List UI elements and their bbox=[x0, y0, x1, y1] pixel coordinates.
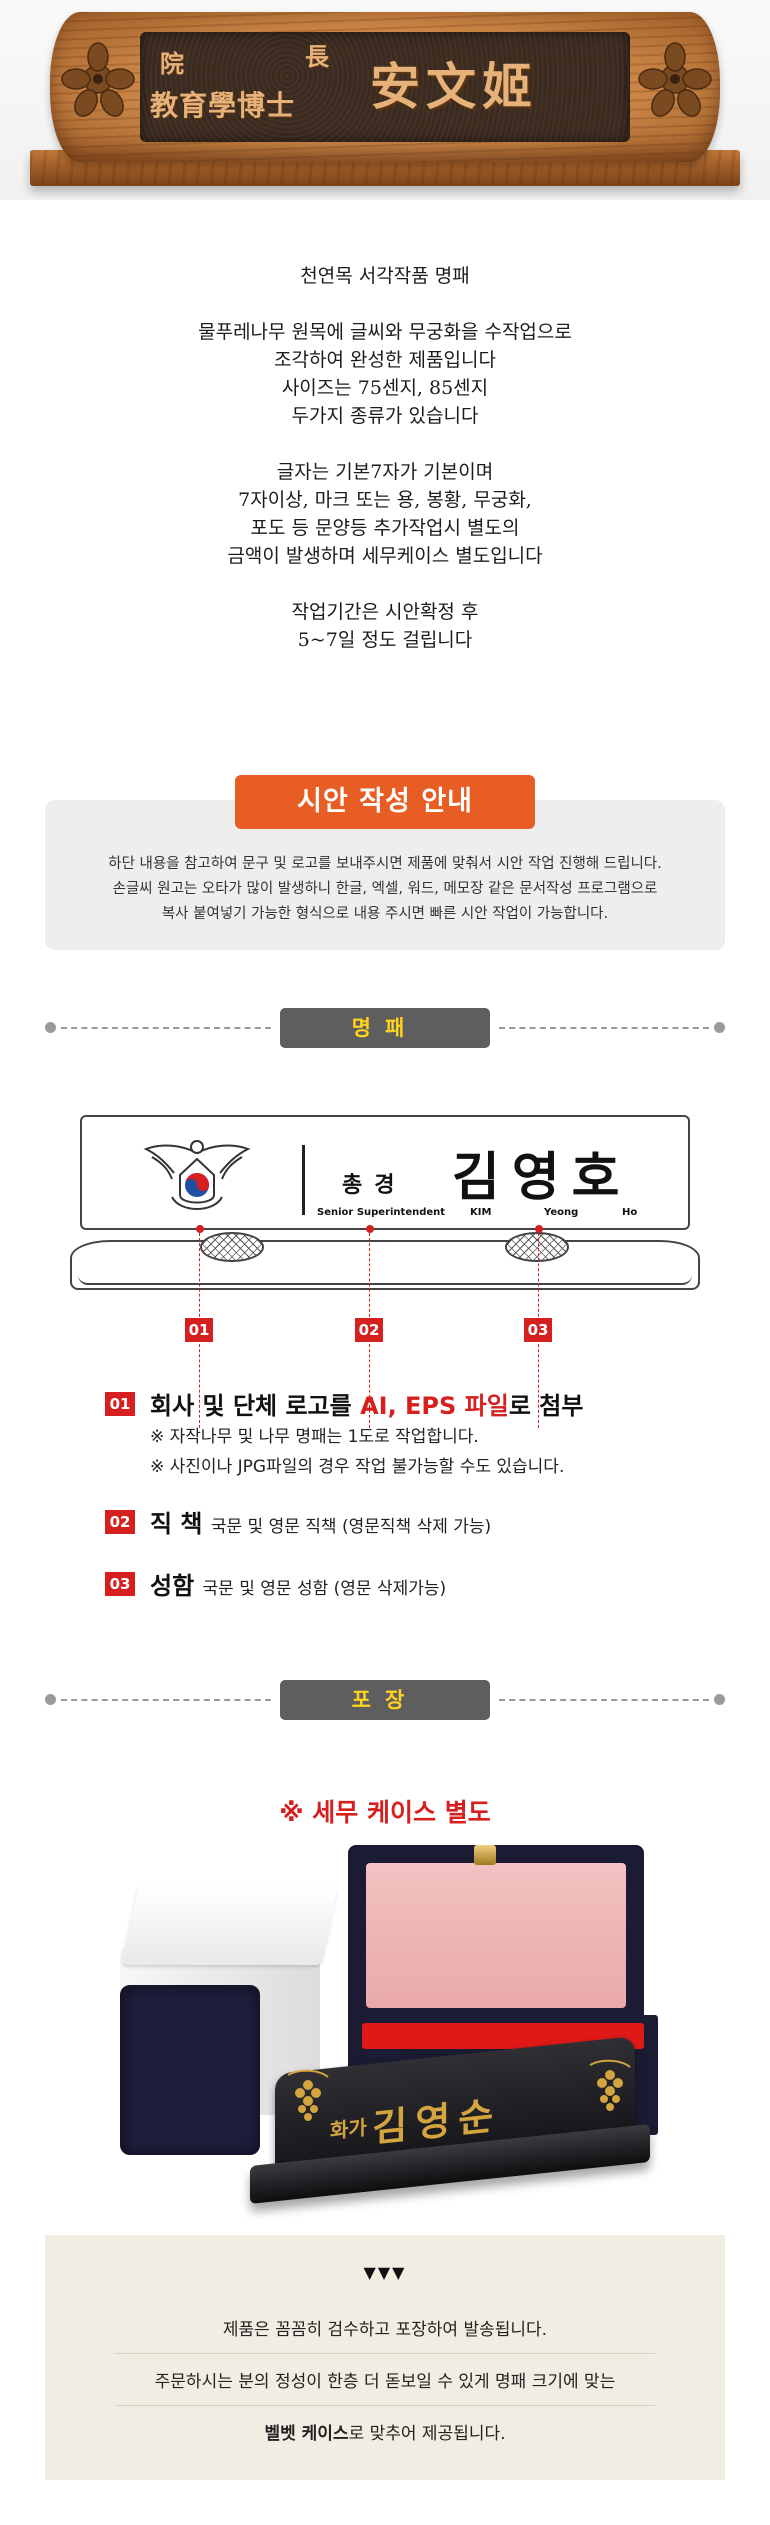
white-box-velvet-end bbox=[120, 1985, 260, 2155]
packaging-photo: 화가 김영순 bbox=[110, 1845, 670, 2215]
marker-dot-03 bbox=[535, 1225, 543, 1233]
nameplate-eng-rank: Senior Superintendent bbox=[317, 1207, 446, 1218]
guide-title-badge: 시안 작성 안내 bbox=[235, 775, 535, 829]
item-number-badge: 03 bbox=[105, 1572, 135, 1596]
divider-line bbox=[61, 1027, 271, 1029]
item-heading-sub: 국문 및 영문 성함 (영문 삭제가능) bbox=[202, 1579, 447, 1599]
nameplate-stand bbox=[70, 1240, 700, 1290]
grape-vine-icon bbox=[589, 2059, 631, 2111]
section-divider-packaging: 포장 bbox=[45, 1680, 725, 1720]
item-heading-text: 성함 bbox=[150, 1572, 195, 1600]
guide-text: 하단 내용을 참고하여 문구 및 로고를 보내주시면 제품에 맞춰서 시안 작업… bbox=[45, 852, 725, 927]
intro-title: 천연목 서각작품 명패 bbox=[300, 265, 470, 287]
shipping-note-rule bbox=[115, 2353, 655, 2354]
hero-text-name: 安文姬 bbox=[370, 57, 538, 116]
nameplate-stand-edge bbox=[78, 1265, 692, 1285]
white-box-top bbox=[121, 1885, 339, 1965]
nameplate-eng-yeong: Yeong bbox=[544, 1207, 579, 1218]
shipping-note-text: 로 맞추어 제공됩니다. bbox=[348, 2424, 506, 2444]
nameplate-knob-left bbox=[200, 1232, 264, 1262]
velvet-case-lining bbox=[366, 1863, 626, 2008]
nameplate-separator bbox=[302, 1145, 305, 1215]
nameplate-diagram: 총경 김영호 Senior Superintendent KIM Yeong H… bbox=[70, 1115, 700, 1428]
hero-text-small-top: 院 bbox=[160, 49, 184, 78]
item-heading-text: 회사 및 단체 로고를 bbox=[150, 1392, 361, 1420]
nameplate-name: 김영호 bbox=[452, 1148, 632, 1208]
divider-dot bbox=[45, 1694, 56, 1705]
divider-dot bbox=[45, 1022, 56, 1033]
grape-vine-icon bbox=[287, 2069, 329, 2121]
guide-line: 하단 내용을 참고하여 문구 및 로고를 보내주시면 제품에 맞춰서 시안 작업… bbox=[108, 856, 662, 872]
section-title-nameplate: 명패 bbox=[280, 1008, 490, 1048]
shipping-note-bold: 벨벳 케이스 bbox=[264, 2424, 349, 2444]
divider-line bbox=[61, 1699, 271, 1701]
marker-dot-01 bbox=[196, 1225, 204, 1233]
marker-badge-02: 02 bbox=[355, 1318, 383, 1342]
section-divider-nameplate: 명패 bbox=[45, 1008, 725, 1048]
item-heading-highlight: AI, EPS 파일 bbox=[360, 1392, 509, 1420]
item-heading: 회사 및 단체 로고를 AI, EPS 파일로 첨부 bbox=[150, 1386, 583, 1421]
hero-wood-log: 院 長 教育學博士 安文姬 bbox=[50, 12, 720, 162]
nameplate-rank: 총경 bbox=[342, 1173, 407, 1198]
item-note: ※ 사진이나 JPG파일의 경우 작업 불가능할 수도 있습니다. bbox=[150, 1457, 565, 1477]
item-heading-text: 로 첨부 bbox=[508, 1392, 584, 1420]
intro-paragraph-1: 물푸레나무 원목에 글씨와 무궁화을 수작업으로 조각하여 완성한 제품입니다 … bbox=[198, 321, 572, 427]
nameplate-front: 총경 김영호 Senior Superintendent KIM Yeong H… bbox=[80, 1115, 690, 1230]
divider-dot bbox=[714, 1694, 725, 1705]
black-nameplate-title: 화가 bbox=[330, 2115, 367, 2144]
hero-text-small-top2: 長 bbox=[305, 42, 329, 71]
intro-description: 천연목 서각작품 명패 물푸레나무 원목에 글씨와 무궁화을 수작업으로 조각하… bbox=[0, 262, 770, 654]
nameplate-knob-right bbox=[505, 1232, 569, 1262]
intro-paragraph-3: 작업기간은 시안확정 후 5~7일 정도 걸립니다 bbox=[291, 601, 479, 651]
nameplate-eng-kim: KIM bbox=[470, 1207, 492, 1218]
police-emblem-icon bbox=[143, 1140, 251, 1210]
divider-line bbox=[499, 1027, 709, 1029]
item-number-badge: 01 bbox=[105, 1392, 135, 1416]
case-clasp-icon bbox=[474, 1845, 496, 1865]
shipping-note-line: 벨벳 케이스로 맞추어 제공됩니다. bbox=[45, 2419, 725, 2444]
mugunghwa-flower-icon bbox=[61, 42, 135, 117]
marker-badge-03: 03 bbox=[524, 1318, 552, 1342]
item-heading: 직 책 국문 및 영문 직책 (영문직책 삭제 가능) bbox=[150, 1504, 491, 1539]
item-heading-sub: 국문 및 영문 직책 (영문직책 삭제 가능) bbox=[210, 1517, 492, 1537]
velvet-case-lid bbox=[348, 1845, 644, 2020]
marker-badge-01: 01 bbox=[185, 1318, 213, 1342]
shipping-note-line: 주문하시는 분의 정성이 한층 더 돋보일 수 있게 명패 크기에 맞는 bbox=[154, 2372, 616, 2392]
hero-text-small-bottom: 教育學博士 bbox=[150, 89, 296, 122]
nameplate-eng-ho: Ho bbox=[622, 1207, 638, 1218]
item-number-badge: 02 bbox=[105, 1510, 135, 1534]
marker-dot-02 bbox=[366, 1225, 374, 1233]
shipping-note-rule bbox=[115, 2405, 655, 2406]
section-title-packaging: 포장 bbox=[280, 1680, 490, 1720]
down-arrows-icon: ▼▼▼ bbox=[363, 2263, 407, 2282]
hero-nameplate-photo: 院 長 教育學博士 安文姬 bbox=[0, 0, 770, 200]
case-note: ※ 세무 케이스 별도 bbox=[279, 1798, 491, 1827]
item-note: ※ 자작나무 및 나무 명패는 1도로 작업합니다. bbox=[150, 1427, 479, 1447]
guide-line: 손글씨 원고는 오타가 많이 발생하니 한글, 엑셀, 워드, 메모장 같은 문… bbox=[112, 881, 658, 897]
shipping-note-box: ▼▼▼ 제품은 꼼꼼히 검수하고 포장하여 발송됩니다. 주문하시는 분의 정성… bbox=[45, 2235, 725, 2480]
mugunghwa-flower-icon bbox=[638, 42, 712, 117]
guide-line: 복사 붙여넣기 가능한 형식으로 내용 주시면 빠른 시안 작업이 가능합니다. bbox=[161, 906, 609, 922]
shipping-note-line: 제품은 꼼꼼히 검수하고 포장하여 발송됩니다. bbox=[222, 2320, 548, 2340]
divider-dot bbox=[714, 1022, 725, 1033]
item-heading-text: 직 책 bbox=[150, 1510, 203, 1538]
intro-paragraph-2: 글자는 기본7자가 기본이며 7자이상, 마크 또는 용, 봉황, 무궁화, 포… bbox=[227, 461, 543, 567]
item-heading: 성함 국문 및 영문 성함 (영문 삭제가능) bbox=[150, 1566, 446, 1601]
hero-carved-panel bbox=[140, 32, 630, 142]
divider-line bbox=[499, 1699, 709, 1701]
